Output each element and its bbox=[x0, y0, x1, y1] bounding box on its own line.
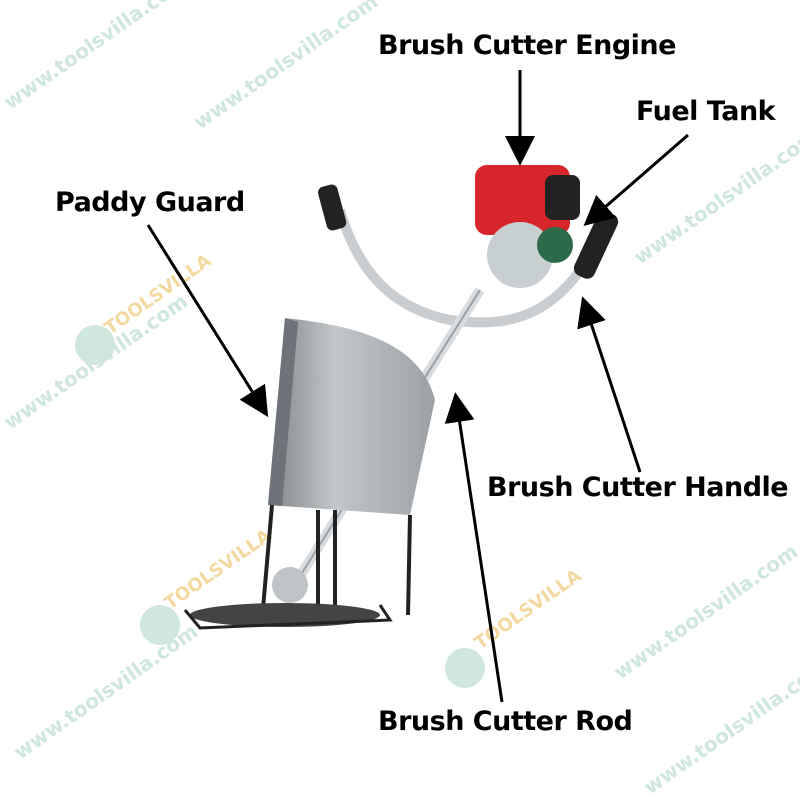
watermark-brand: TOOLSVILLA bbox=[161, 525, 275, 614]
label-handle: Brush Cutter Handle bbox=[487, 472, 789, 503]
label-rod: Brush Cutter Rod bbox=[378, 706, 633, 737]
watermark-url: www.toolsvilla.com bbox=[639, 654, 800, 799]
watermark-url: www.toolsvilla.com bbox=[9, 619, 202, 764]
fuel-tank-arrow bbox=[583, 133, 689, 226]
label-fuel-tank: Fuel Tank bbox=[636, 96, 776, 127]
label-engine: Brush Cutter Engine bbox=[378, 30, 676, 61]
label-paddy-guard: Paddy Guard bbox=[55, 187, 245, 218]
watermark-url: www.toolsvilla.com bbox=[189, 0, 382, 134]
handle-arrow bbox=[577, 296, 642, 473]
brush-cutter-illustration bbox=[183, 165, 619, 630]
watermark-url: www.toolsvilla.com bbox=[0, 0, 192, 114]
callout-arrows bbox=[146, 70, 689, 703]
paddy-guard-shape bbox=[268, 318, 435, 515]
watermark-url: www.toolsvilla.com bbox=[609, 539, 800, 684]
rod-arrow bbox=[444, 392, 504, 703]
paddy-guard-arrow bbox=[146, 224, 269, 418]
watermark-url: www.toolsvilla.com bbox=[629, 124, 800, 269]
